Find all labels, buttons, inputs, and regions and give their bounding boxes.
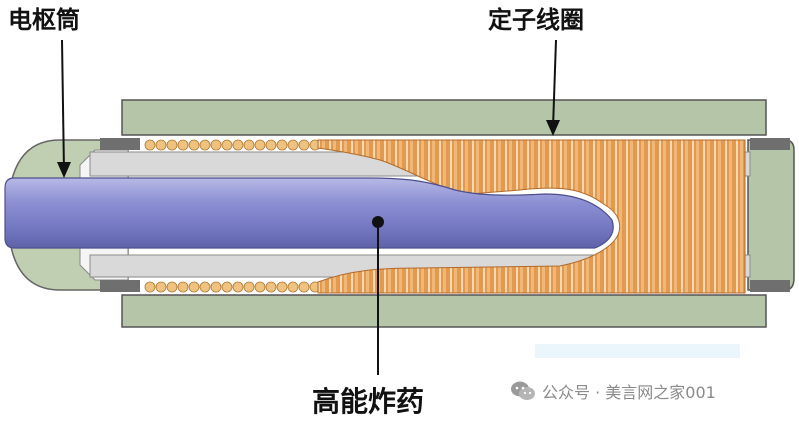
coil-winding	[232, 281, 244, 293]
coil-winding	[221, 281, 233, 293]
coil-winding	[298, 281, 310, 293]
coil-winding	[287, 281, 299, 293]
coil-winding	[232, 139, 244, 151]
coil-winding	[254, 139, 266, 151]
sleeve-right-top	[750, 138, 790, 150]
arrowhead-armature	[57, 162, 71, 178]
end-cap	[747, 139, 795, 291]
wechat-icon	[511, 381, 535, 400]
pale-strip	[535, 344, 740, 358]
watermark-text: 公众号 · 美言网之家001	[542, 383, 716, 402]
leader-dot-explosive	[372, 216, 384, 228]
coil-winding	[199, 139, 211, 151]
coil-winding	[287, 139, 299, 151]
label-armature: 电枢筒	[8, 6, 80, 34]
coil-winding	[166, 139, 178, 151]
sleeve-left-top	[100, 138, 140, 150]
coil-windings-top-left	[144, 139, 321, 151]
leader-line-armature	[61, 39, 65, 173]
coil-winding	[144, 281, 156, 293]
coil-winding	[276, 139, 288, 151]
coil-winding	[144, 139, 156, 151]
housing-top	[121, 99, 767, 136]
coil-winding	[155, 139, 167, 151]
coil-winding	[199, 281, 211, 293]
coil-winding	[188, 139, 200, 151]
arrowhead-stator	[546, 120, 560, 136]
coil-winding	[210, 139, 222, 151]
coil-winding	[188, 281, 200, 293]
watermark: 公众号 · 美言网之家001	[510, 377, 716, 405]
coil-winding	[243, 139, 255, 151]
coil-winding	[155, 281, 167, 293]
coil-winding	[177, 139, 189, 151]
sleeve-left-bottom	[100, 280, 140, 292]
coil-windings-bottom-left	[144, 281, 321, 293]
coil-winding	[177, 281, 189, 293]
coil-winding	[276, 281, 288, 293]
stator-coil-compressed	[317, 139, 746, 294]
label-stator-coil: 定子线圈	[488, 6, 584, 34]
coil-winding	[298, 139, 310, 151]
coil-winding	[210, 281, 222, 293]
coil-winding	[254, 281, 266, 293]
armature-rod	[4, 177, 614, 249]
coil-winding	[265, 139, 277, 151]
label-explosive: 高能炸药	[312, 385, 425, 418]
coil-winding	[243, 281, 255, 293]
coil-winding	[221, 139, 233, 151]
coil-winding	[265, 281, 277, 293]
coil-winding	[166, 281, 178, 293]
sleeve-right-bottom	[750, 280, 790, 292]
leader-line-stator	[552, 39, 557, 129]
housing-bottom	[121, 294, 767, 328]
